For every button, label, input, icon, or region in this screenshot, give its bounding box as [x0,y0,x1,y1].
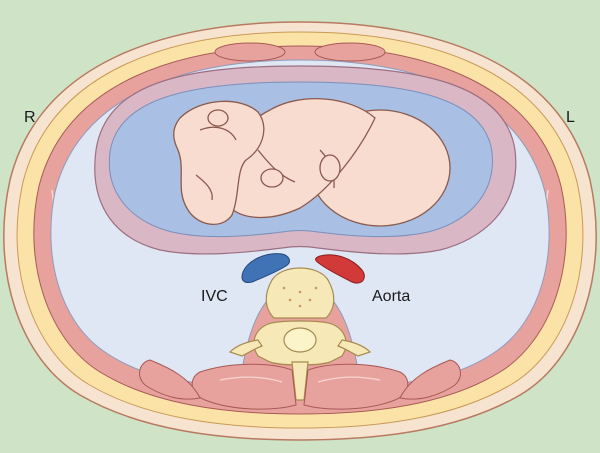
rectus-muscle-left [215,43,285,61]
label-left: L [566,110,575,126]
label-aorta: Aorta [372,289,410,305]
label-ivc: IVC [201,289,228,305]
label-right: R [24,110,36,126]
rectus-muscle-right [315,43,385,61]
spinal-canal [284,328,316,352]
